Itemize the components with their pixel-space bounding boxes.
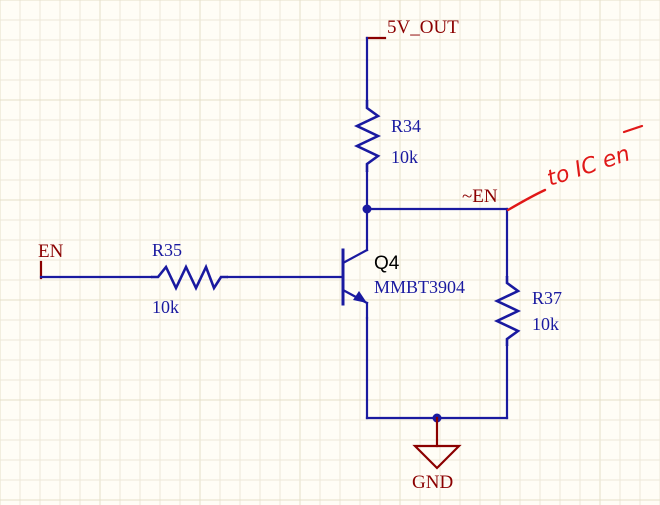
net-label-5v-out: 5V_OUT	[387, 17, 459, 38]
q4-emitter-arrow	[353, 291, 367, 303]
net-label-not-en: ~EN	[462, 186, 498, 207]
resistor-r35	[151, 263, 228, 292]
q4-designator: Q4	[374, 253, 400, 274]
q4-value: MMBT3904	[374, 277, 465, 297]
r37-designator: R37	[532, 288, 562, 308]
r34-designator: R34	[391, 116, 421, 136]
net-label-gnd: GND	[412, 472, 453, 493]
q4-collector-lead	[341, 248, 369, 265]
r37-value: 10k	[532, 314, 559, 334]
ground-symbol	[412, 444, 462, 470]
net-label-en: EN	[38, 241, 64, 262]
r35-designator: R35	[152, 240, 182, 260]
handwritten-annotation: to IC en	[506, 124, 644, 212]
annotation-overbar	[622, 124, 644, 134]
r35-value: 10k	[152, 297, 179, 317]
r34-value: 10k	[391, 147, 418, 167]
resistor-r37	[493, 276, 522, 346]
annotation-dash	[506, 188, 547, 212]
resistor-r34	[353, 100, 382, 172]
